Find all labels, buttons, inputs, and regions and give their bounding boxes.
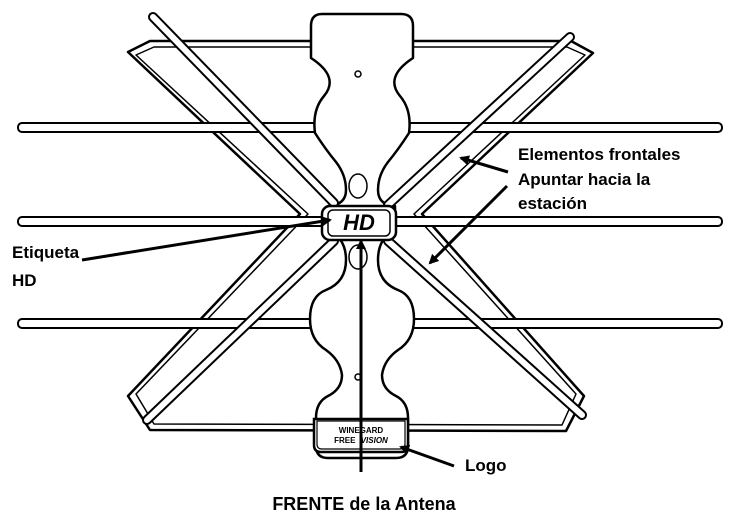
logo-label: Logo — [465, 456, 507, 475]
front-elements-label-line-1: Elementos frontales — [518, 145, 681, 164]
diagonal-rod-lower-left — [142, 236, 339, 425]
mounting-hole-upper — [348, 173, 368, 199]
hd-badge-text: HD — [343, 210, 375, 235]
front-callout-arrow-lower — [428, 184, 509, 265]
diagonal-rod-lower-right — [383, 236, 587, 420]
hd-label-arrow — [81, 216, 332, 262]
outer-wire-frame — [126, 39, 595, 433]
diagram-caption: FRENTE de la Antena — [272, 494, 456, 514]
hd-badge: HD — [320, 204, 398, 242]
diagonal-rod-upper-left — [148, 12, 339, 208]
diagonal-rods — [142, 12, 587, 425]
labels: Elementos frontales Apuntar hacia la est… — [12, 145, 681, 514]
front-elements-label-line-2: Apuntar hacia la — [518, 170, 651, 189]
diagonal-rod-upper-right — [383, 32, 575, 210]
outer-wire-frame-inner — [135, 46, 586, 426]
logo-line-2-vision: VISION — [361, 436, 388, 445]
mounting-hole-lower — [348, 244, 368, 270]
mounting-hole-top — [354, 70, 362, 78]
hd-label-line-1: Etiqueta — [12, 243, 80, 262]
callout-lines — [81, 155, 509, 472]
logo-line-2-free: FREE — [334, 436, 356, 445]
hd-label-line-2: HD — [12, 271, 37, 290]
logo-arrow — [399, 444, 455, 468]
logo-line-2: FREE VISION — [334, 436, 388, 445]
front-callout-arrow-upper — [459, 155, 509, 174]
front-elements-label-line-3: estación — [518, 194, 587, 213]
